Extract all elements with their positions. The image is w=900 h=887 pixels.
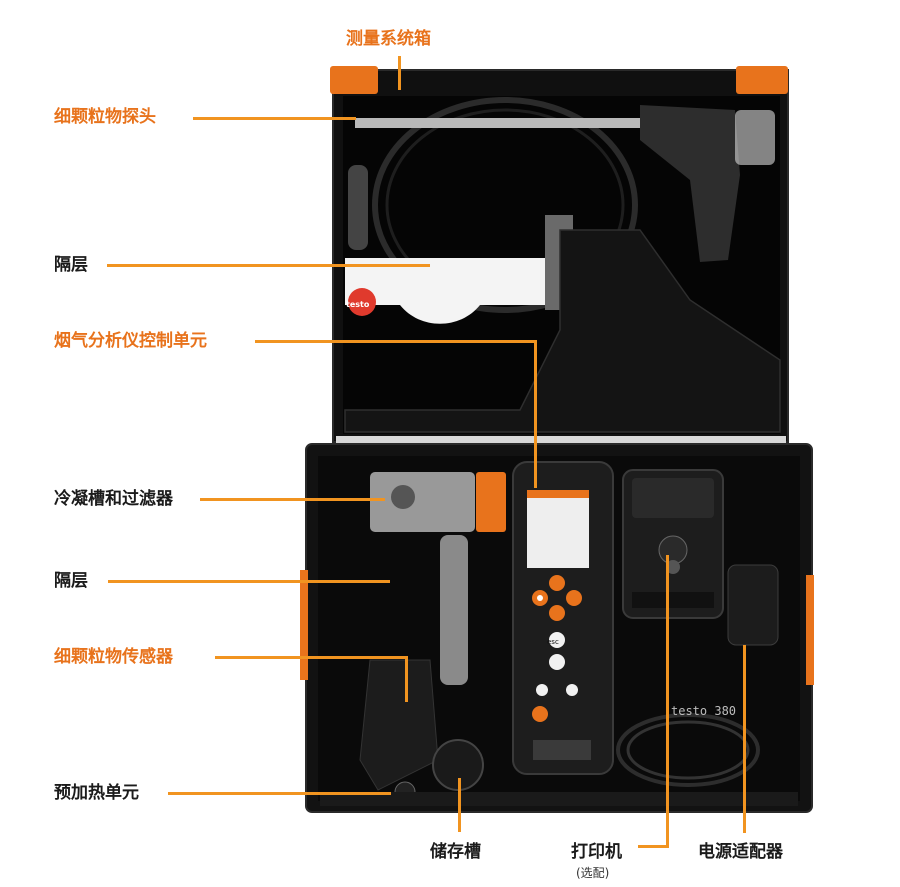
power-adapter-device xyxy=(727,564,779,646)
analyzer-screen xyxy=(527,490,589,568)
label-partition-top: 隔层 xyxy=(54,255,88,275)
leader-partition-top xyxy=(107,264,430,267)
label-analyzer-unit: 烟气分析仪控制单元 xyxy=(54,331,207,351)
label-printer: 打印机 xyxy=(571,842,622,862)
leader-printer-h xyxy=(638,845,669,848)
left-rail xyxy=(300,570,308,680)
label-preheat-unit: 预加热单元 xyxy=(54,783,139,803)
label-particle-probe: 细颗粒物探头 xyxy=(54,107,156,127)
label-partition-bottom: 隔层 xyxy=(54,571,88,591)
leader-storage xyxy=(458,778,461,832)
leader-partition-bottom xyxy=(108,580,390,583)
probe-rod xyxy=(355,118,655,128)
label-printer-note: (选配) xyxy=(576,866,610,880)
filter-tube xyxy=(440,535,468,685)
leader-preheat xyxy=(168,792,391,795)
leader-analyzer-v xyxy=(534,340,537,488)
condensate-trap xyxy=(370,472,475,532)
particle-sensor xyxy=(359,659,439,791)
esc-key-text: esc xyxy=(547,638,559,646)
leader-sensor-h xyxy=(215,656,408,659)
probe-handle xyxy=(640,105,740,262)
label-condensate-filter: 冷凝槽和过滤器 xyxy=(54,489,173,509)
brand-text: testo xyxy=(346,300,370,309)
leader-analyzer-h xyxy=(255,340,537,343)
leader-sensor-v xyxy=(405,656,408,702)
leader-adapter xyxy=(743,645,746,833)
testo-logo xyxy=(348,288,376,316)
model-text: testo 380 xyxy=(671,704,736,718)
lid-partition xyxy=(345,258,560,324)
case-lid xyxy=(330,66,789,444)
label-measure-box: 测量系统箱 xyxy=(346,29,431,49)
leader-particle-probe xyxy=(193,117,356,120)
label-storage-slot: 储存槽 xyxy=(430,842,481,862)
leader-measure-box xyxy=(398,56,401,90)
right-latch xyxy=(736,66,788,94)
left-latch xyxy=(330,66,378,94)
leader-condensate xyxy=(200,498,385,501)
leader-printer-v xyxy=(666,555,669,847)
right-rail xyxy=(806,575,814,685)
case-base xyxy=(300,443,814,813)
label-power-adapter: 电源适配器 xyxy=(698,842,783,862)
label-particle-sensor: 细颗粒物传感器 xyxy=(54,647,173,667)
